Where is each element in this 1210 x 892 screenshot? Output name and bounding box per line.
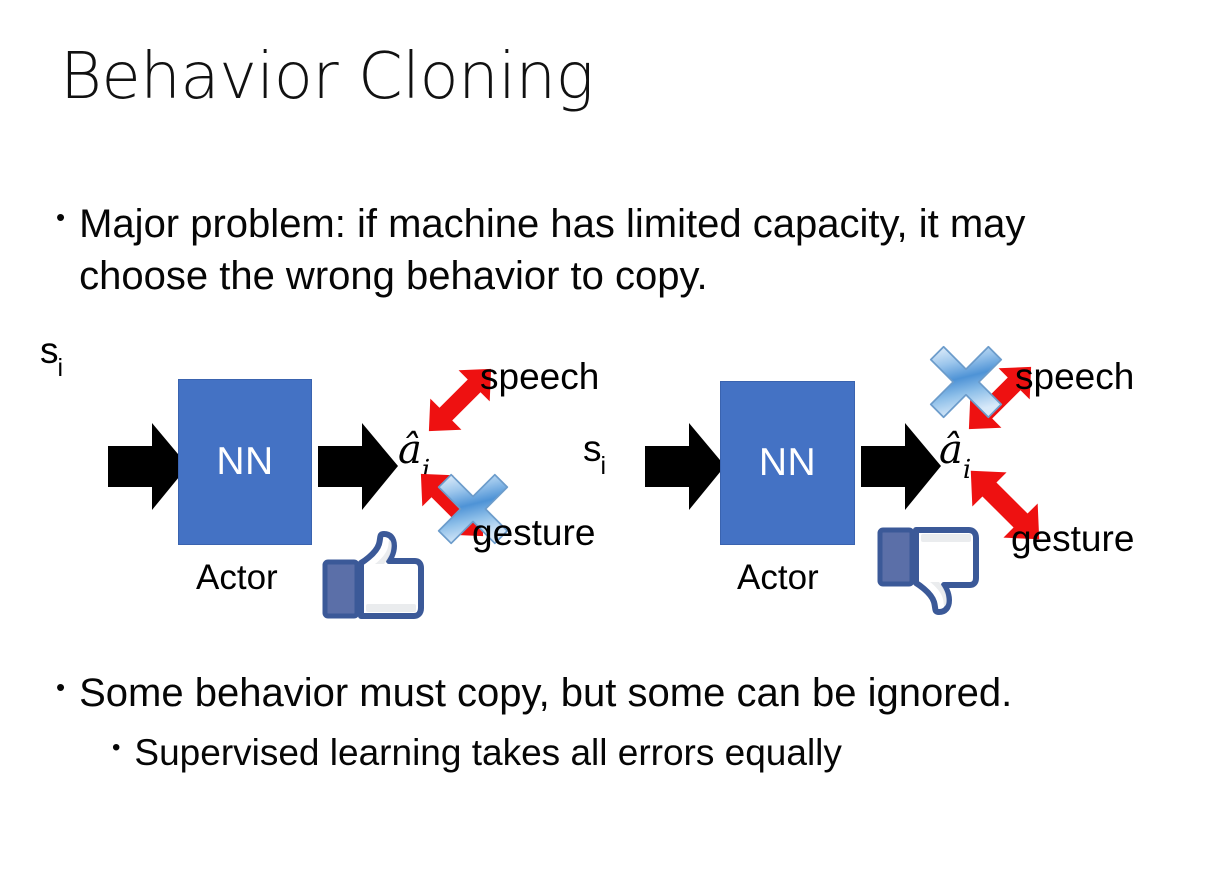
nn-box-left: NN [178,379,312,545]
page-title: Behavior Cloning [60,40,594,114]
cross-out-icon-left [437,473,509,545]
bullet-item-some-behavior: • Some behavior must copy, but some can … [56,668,1166,718]
thumbs-up-icon [322,531,424,619]
state-subscript: i [600,452,607,481]
nn-box-right: NN [720,381,855,545]
gesture-arrow-icon-right [970,470,1040,540]
action-subscript: i [962,455,972,485]
speech-arrow-icon-left [428,368,492,432]
nn-box-label: NN [216,440,274,483]
bullet-text: Supervised learning takes all errors equ… [134,732,842,773]
input-arrow-icon-left [108,423,188,510]
bullet-text: Some behavior must copy, but some can be… [79,671,1013,715]
action-symbol: â [398,427,422,473]
bullet-marker-icon: • [56,202,66,232]
input-arrow-icon-right [645,423,725,510]
state-symbol: s [583,428,602,469]
action-symbol: â [939,427,963,473]
nn-box-label: NN [758,441,817,484]
cross-out-icon-right [929,345,1003,419]
outcome-label-speech-left: speech [480,356,600,397]
action-subscript: i [421,455,431,485]
state-label-right: si [583,428,607,480]
bullet-marker-icon: • [112,734,121,761]
diagram-behavior-cloning-approved: si NN Actor âi [10,330,610,640]
outcome-label-gesture-right: gesture [1011,518,1135,559]
state-subscript: i [57,354,64,383]
output-arrow-icon-right [861,423,941,510]
actor-caption-left: Actor [196,558,278,597]
bullet-marker-icon: • [56,672,66,702]
actor-caption-right: Actor [737,558,819,597]
state-symbol: s [40,330,59,371]
outcome-label-gesture-left: gesture [472,512,596,553]
bullet-item-supervised-learning: • Supervised learning takes all errors e… [112,730,1162,776]
output-arrow-icon-left [318,423,398,510]
outcome-label-speech-right: speech [1015,356,1135,397]
diagram-behavior-cloning-rejected: si NN Actor âi [565,330,1165,640]
bullet-item-major-problem: • Major problem: if machine has limited … [56,198,1116,302]
action-label-left: âi [398,427,430,483]
state-label-left: si [40,330,64,382]
thumbs-down-icon [877,527,979,615]
action-label-right: âi [939,427,971,483]
bullet-text: Major problem: if machine has limited ca… [79,202,1026,298]
